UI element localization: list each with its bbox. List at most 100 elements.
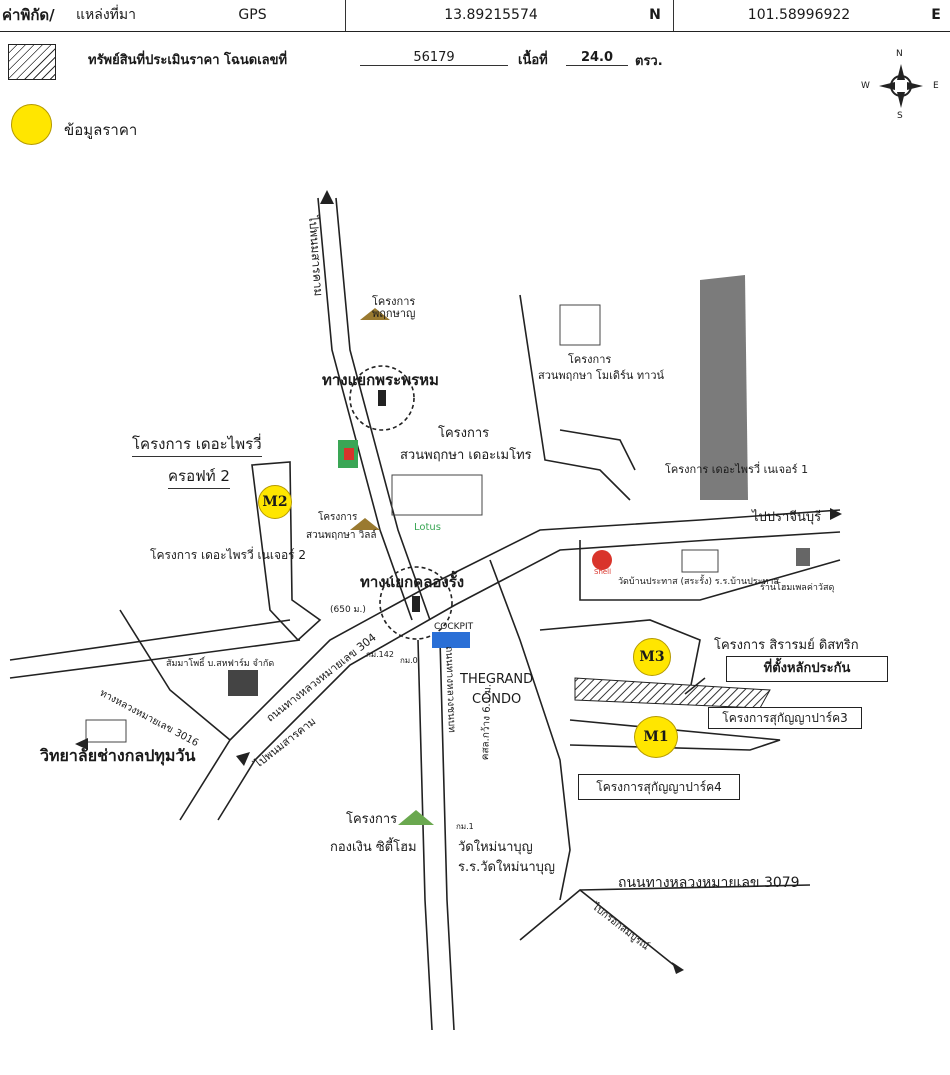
- label-hardware-shop: ร้านโฮมเพลค่าวัสดุ: [760, 583, 835, 593]
- label-km-142: กม.142: [366, 650, 394, 659]
- label-cockpit: COCKPIT: [434, 622, 474, 632]
- highway-304-south-edge: [217, 531, 841, 821]
- road-shell-block: [579, 540, 841, 601]
- label-sukanya-park3: โครงการสุกัญญาปาร์ค3: [708, 707, 862, 729]
- project-boundary-privy2: [251, 461, 322, 642]
- bigc-icon-inner: [344, 448, 354, 460]
- price-data-legend-label: ข้อมูลราคา: [64, 121, 138, 139]
- label-distance-650: (650 ม.): [330, 605, 366, 615]
- label-junction-khlongrang: ทางแยกคลองรั้ง: [360, 573, 465, 591]
- hatched-legend-swatch: [8, 44, 56, 80]
- label-km-1: กม.1: [456, 822, 474, 831]
- label-pruksa-metro-2: สวนพฤกษา เดอะเมโทร: [400, 448, 532, 463]
- factory-icon: [228, 670, 258, 696]
- area-value: 24.0: [566, 50, 628, 66]
- collateral-arrow: [684, 677, 706, 695]
- road-south-west-edge: [417, 639, 433, 1031]
- label-privy-nature1: โครงการ เดอะไพรวี่ เนเจอร์ 1: [665, 463, 809, 476]
- coordinate-header: ค่าพิกัด/ แหล่งที่มา GPS 13.89215574 N 1…: [0, 0, 950, 32]
- label-lotus: Lotus: [414, 522, 441, 533]
- label-privy-group-2: ครอฟท์ 2: [168, 464, 230, 489]
- label-thegrand-2: CONDO: [472, 692, 522, 707]
- housing-block-modern: [559, 304, 601, 346]
- arrow-east-icon: [830, 508, 842, 520]
- junction-circle-phraphrom: [349, 365, 415, 431]
- road-west-lower: [9, 639, 301, 679]
- property-label: ทรัพย์สินที่ประเมินราคา โฉนดเลขที่: [88, 53, 288, 68]
- compass-icon: [879, 64, 923, 108]
- price-marker-m3[interactable]: M3: [633, 638, 671, 676]
- deed-number: 56179: [360, 50, 508, 66]
- school-icon: [681, 549, 719, 573]
- price-marker-m2[interactable]: M2: [258, 485, 292, 519]
- label-privy-group-1: โครงการ เดอะไพรวี่: [132, 432, 262, 457]
- compass-s: S: [897, 111, 903, 121]
- collateral-parcel: [574, 677, 771, 709]
- arrow-west-icon: [75, 738, 88, 750]
- latitude-value: 13.89215574: [444, 7, 538, 23]
- label-collateral-location: ที่ตั้งหลักประกัน: [726, 656, 888, 682]
- label-pruksa-top-2: พฤกษาญ: [372, 307, 416, 320]
- label-kongngoen-1: โครงการ: [346, 812, 398, 827]
- label-project-sirarom: โครงการ สิรารมย์ ดิสทริก: [714, 638, 859, 653]
- label-pruksa-top-1: โครงการ: [372, 295, 416, 308]
- label-pruksa-metro-1: โครงการ: [438, 426, 490, 441]
- college-icon: [85, 719, 127, 743]
- housing-block-metro: [391, 474, 483, 516]
- compass-n: N: [896, 49, 903, 59]
- hardware-shop-icon: [796, 548, 810, 566]
- label-wat-mai-1: วัดใหม่นาบุญ: [458, 840, 533, 855]
- label-junction-phraphrom: ทางแยกพระพรหม: [322, 371, 439, 389]
- road-south-east-edge: [439, 639, 455, 1031]
- source-label: แหล่งที่มา: [76, 7, 136, 23]
- traffic-light-icon-2: [412, 596, 420, 612]
- road-east-2: [559, 429, 636, 471]
- arrow-north-icon: [320, 190, 334, 204]
- label-highway-3079: ถนนทางหลวงหมายเลข 3079: [618, 875, 800, 891]
- label-pruksa-modern-2: สวนพฤกษา โมเดิร์น ทาวน์: [538, 369, 665, 382]
- price-data-legend-dot: [11, 104, 52, 145]
- label-factory: สัมมาโพธิ์ บ.สหฟาร์ม จำกัด: [166, 659, 275, 669]
- road-sirarom: [539, 619, 701, 691]
- label-privy-nature2: โครงการ เดอะไพรวี่ เนเจอร์ 2: [150, 548, 307, 562]
- house-icon-kongngoen: [398, 810, 434, 825]
- label-kongngoen-2: กองเงิน ซิตี้โฮม: [330, 840, 417, 855]
- label-rural-road: ถนนทางหลวงชนบท: [443, 646, 458, 734]
- area-unit: ตรว.: [635, 54, 663, 69]
- longitude-value: 101.58996922: [747, 7, 851, 23]
- road-3079: [579, 884, 811, 891]
- longitude-dir: E: [931, 7, 941, 23]
- road-3016: [119, 609, 231, 741]
- compass-e: E: [933, 81, 939, 91]
- road-north-east-edge: [335, 197, 431, 621]
- area-label: เนื้อที่: [518, 53, 548, 68]
- arrow-southwest-icon: [236, 752, 250, 766]
- label-sukanya-park4: โครงการสุกัญญาปาร์ค4: [578, 774, 740, 800]
- label-temple-school: วัดบ้านประทาส (สระรั้ง) ร.ร.บ้านประทาส: [618, 577, 779, 587]
- label-pruksa-ville-1: โครงการ: [318, 512, 358, 523]
- road-east-south: [489, 559, 571, 901]
- divider: [673, 0, 674, 31]
- source-value: GPS: [238, 7, 267, 23]
- housing-block-nature1: [700, 275, 748, 500]
- cockpit-icon: [432, 632, 470, 648]
- traffic-light-icon-1: [378, 390, 386, 406]
- label-pruksa-modern-1: โครงการ: [568, 353, 612, 366]
- compass-rose: N S W E: [858, 48, 942, 124]
- road-east-1: [519, 294, 631, 501]
- label-km-0: กม.0: [400, 656, 418, 665]
- latitude-dir: N: [649, 7, 661, 23]
- compass-w: W: [861, 81, 870, 91]
- price-marker-m1[interactable]: M1: [634, 716, 678, 758]
- arrow-southeast-icon: [672, 962, 684, 974]
- label-to-prachinburi: ไปปราจีนบุรี: [752, 510, 822, 525]
- coord-label: ค่าพิกัด/: [2, 6, 55, 24]
- junction-circle-khlongrang: [379, 566, 453, 640]
- label-wat-mai-2: ร.ร.วัดใหม่นาบุญ: [458, 860, 555, 875]
- house-icon-pruksa-ville: [350, 518, 380, 530]
- label-pruksa-ville-2: สวนพฤกษา วิลล์: [306, 530, 377, 541]
- label-college: วิทยาลัยช่างกลปทุมวัน: [40, 746, 196, 765]
- label-thegrand-1: THEGRAND: [460, 672, 534, 687]
- label-shell: Shell: [594, 568, 612, 576]
- house-icon-pruksa-top: [360, 308, 390, 320]
